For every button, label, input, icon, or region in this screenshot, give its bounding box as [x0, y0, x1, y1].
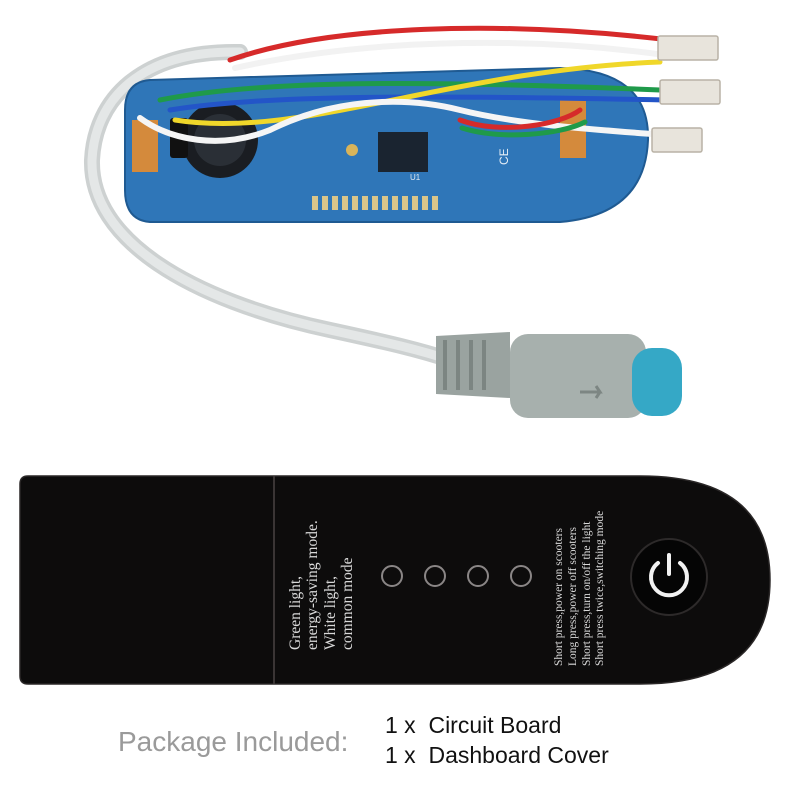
mode-line: energy-saving mode. — [304, 520, 322, 650]
gold-pads — [312, 196, 438, 210]
led-1 — [381, 565, 403, 587]
mode-line: Green light, — [287, 575, 304, 650]
microcontroller-chip — [378, 132, 428, 172]
instruction-line: Short press twice,switching mode — [594, 510, 607, 666]
instruction-line: Short press,power on scooters — [553, 528, 565, 666]
package-item-circuit-board: 1 x Circuit Board — [385, 712, 562, 738]
led-4 — [510, 565, 532, 587]
power-button[interactable] — [630, 538, 708, 616]
circuit-board-photo: U1 CE — [83, 25, 721, 418]
led-2 — [424, 565, 446, 587]
mode-line: White light, — [321, 575, 339, 650]
power-icon — [649, 553, 689, 598]
waterproof-plug — [436, 332, 682, 418]
instruction-line: Short press,turn on/off the light — [580, 521, 593, 667]
chip-label: U1 — [410, 173, 421, 182]
dashboard-cover — [19, 475, 771, 685]
mode-description: Green light,energy-saving mode.White lig… — [287, 520, 356, 650]
connector-tip — [632, 348, 682, 416]
jst-connectors — [651, 35, 721, 153]
package-item-dashboard-cover: 1 x Dashboard Cover — [385, 742, 609, 768]
ce-mark: CE — [497, 148, 511, 165]
mode-line: common mode — [339, 557, 357, 650]
indicator-leds — [381, 565, 532, 587]
colored-wires — [137, 25, 673, 144]
instruction-line: Long press,power off scooters — [566, 526, 579, 666]
led-3 — [467, 565, 489, 587]
round-pad — [346, 144, 358, 156]
package-included-label: Package Included: — [118, 726, 349, 757]
